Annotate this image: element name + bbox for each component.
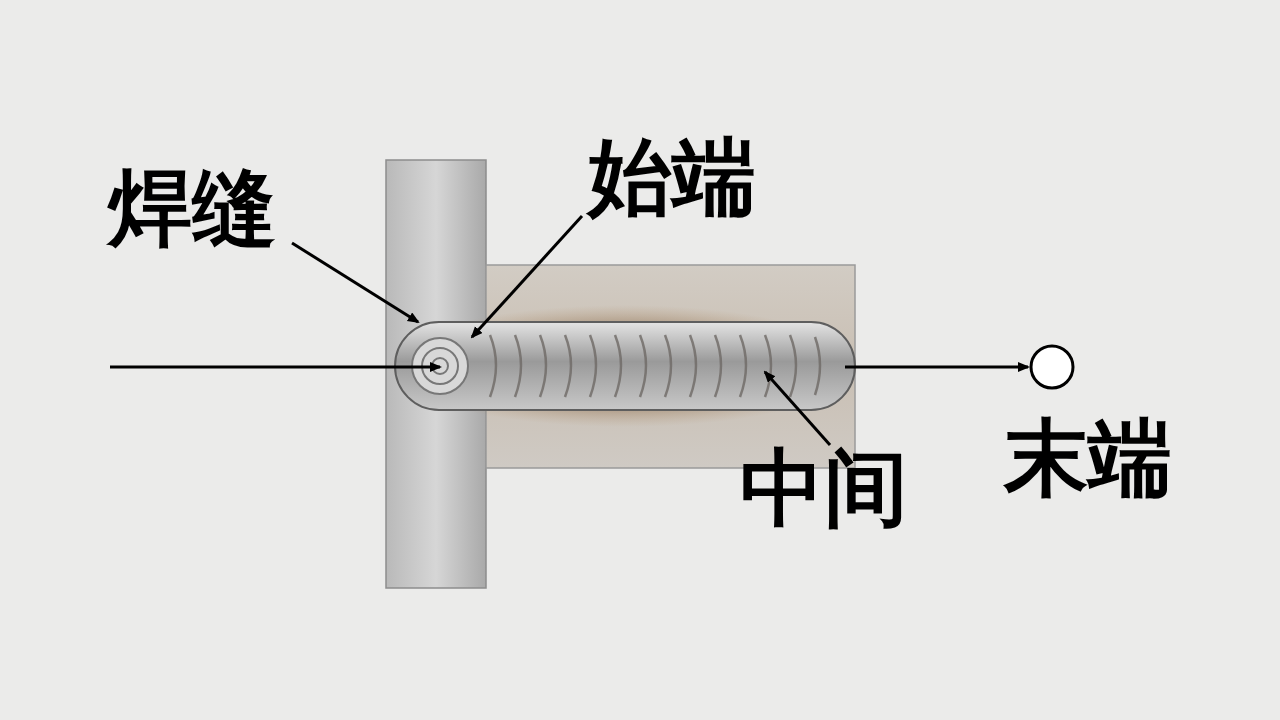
end-point-circle [1031, 346, 1073, 388]
heat-tint [388, 305, 860, 427]
weld-label: 焊缝 [108, 166, 276, 250]
leader-lines [110, 216, 1028, 445]
end-label: 末端 [1004, 416, 1172, 500]
weld-ripples [490, 335, 820, 397]
start-label: 始端 [588, 135, 756, 219]
middle-label: 中间 [740, 446, 908, 530]
